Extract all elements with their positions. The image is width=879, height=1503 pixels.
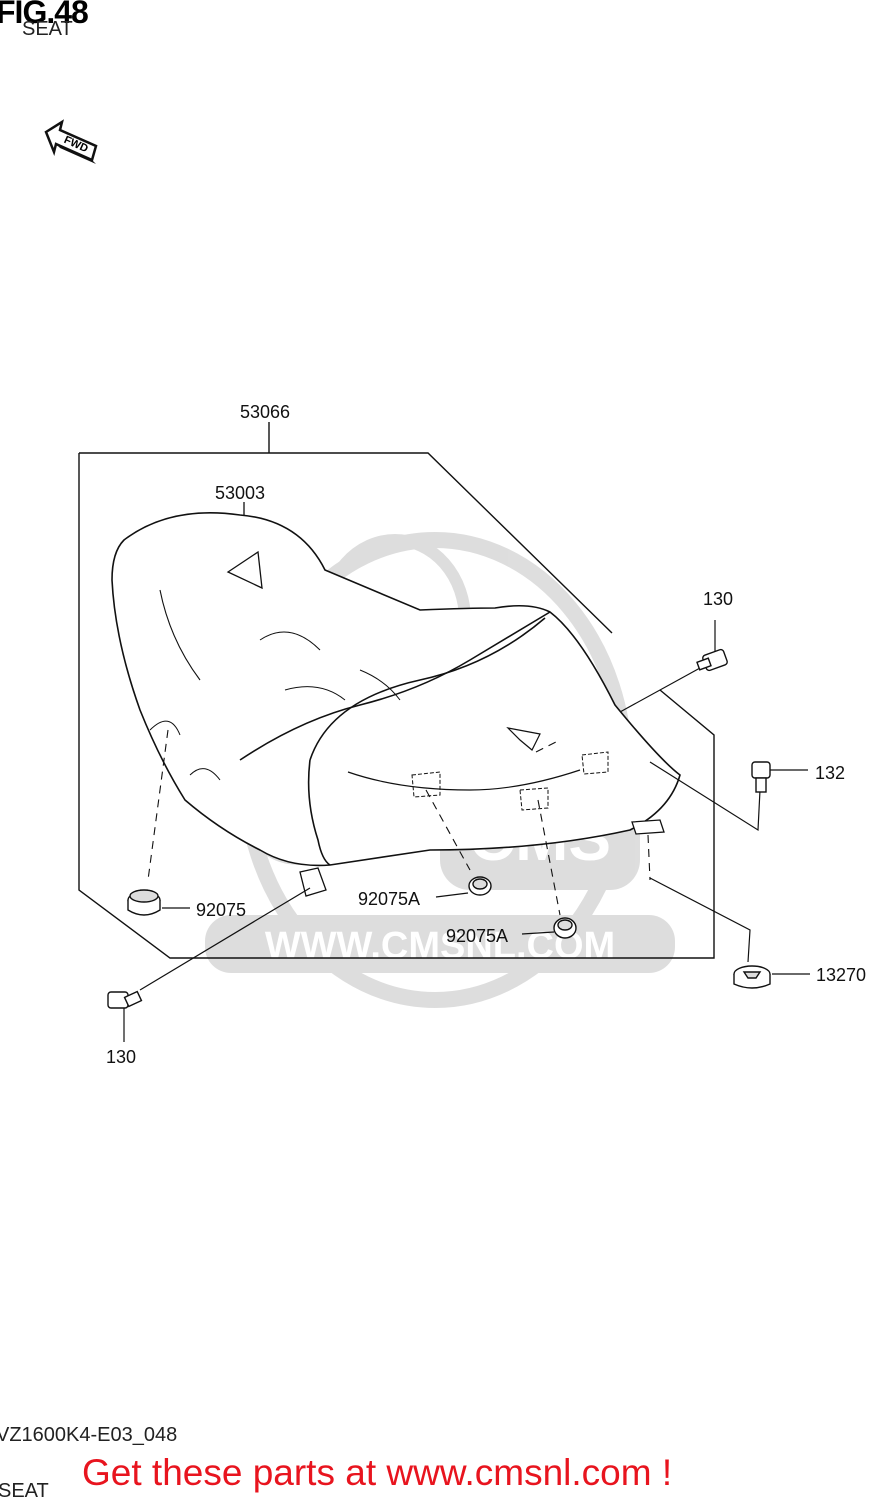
label-132: 132 <box>815 763 845 783</box>
bolt-130-bottom <box>107 990 143 1042</box>
cushion-13270 <box>733 965 810 989</box>
label-92075A-1: 92075A <box>358 889 420 909</box>
grommet-92075A-1 <box>435 876 492 898</box>
figure-subtitle: SEAT <box>22 18 73 40</box>
assembly-frame <box>78 422 715 959</box>
seat-body <box>111 512 681 897</box>
label-53003: 53003 <box>215 483 265 503</box>
connector-lines <box>139 667 761 991</box>
bolt-130-top <box>696 620 728 672</box>
figure-title: FIG.48 <box>0 0 89 30</box>
label-13270: 13270 <box>816 965 866 985</box>
label-92075: 92075 <box>196 900 246 920</box>
grommet-92075A-2 <box>521 917 577 939</box>
fwd-arrow-icon: FWD <box>44 119 98 164</box>
grommet-92075 <box>127 889 190 916</box>
label-53066: 53066 <box>240 402 290 422</box>
promo-link[interactable]: Get these parts at www.cmsnl.com ! <box>82 1452 673 1493</box>
label-130-top: 130 <box>703 589 733 609</box>
bolt-132 <box>751 761 808 793</box>
label-92075A-2: 92075A <box>446 926 508 946</box>
label-130-bottom: 130 <box>106 1047 136 1067</box>
footer-subtitle: SEAT <box>0 1480 49 1502</box>
diagram-code: VZ1600K4-E03_048 <box>0 1424 178 1446</box>
dashed-guides <box>147 729 651 916</box>
